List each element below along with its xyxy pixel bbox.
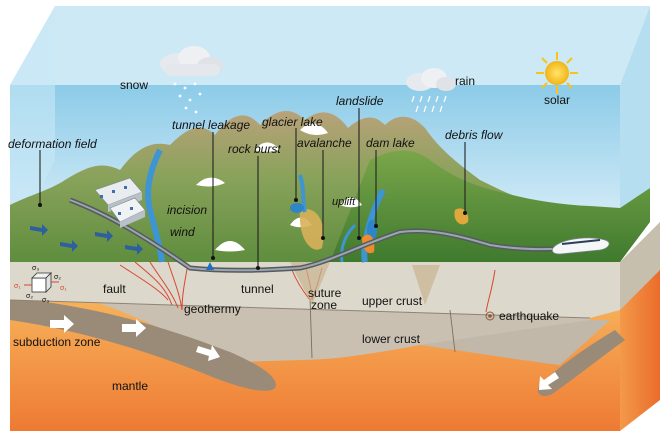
cross-section xyxy=(9,222,660,431)
earthquake-icon xyxy=(485,311,495,321)
cloud-rain-icon xyxy=(406,68,456,113)
label-rock-burst: rock burst xyxy=(228,142,281,156)
sigma2-right: σ₂ xyxy=(54,274,61,281)
label-earthquake: earthquake xyxy=(499,309,559,323)
flow-arrows xyxy=(50,315,559,390)
deformation-arrows xyxy=(30,224,143,255)
label-avalanche: avalanche xyxy=(297,136,352,150)
label-fault: fault xyxy=(103,282,126,296)
label-wind: wind xyxy=(170,225,195,239)
label-dam-lake: dam lake xyxy=(366,136,415,150)
label-lower-crust: lower crust xyxy=(362,332,421,346)
sigma3-top: σ₃ xyxy=(32,265,39,272)
sigma2-left: σ₂ xyxy=(26,293,33,300)
train-icon xyxy=(551,237,610,255)
label-solar: solar xyxy=(544,93,570,107)
label-snow: snow xyxy=(120,78,148,92)
sigma1-right: σ₁ xyxy=(60,285,67,292)
label-upper-crust: upper crust xyxy=(362,294,423,308)
label-zone: zone xyxy=(311,298,337,312)
sigma3-bottom: σ₃ xyxy=(42,297,49,304)
label-subduction-zone: subduction zone xyxy=(13,335,101,349)
stress-cube-icon: σ₃ σ₁ σ₂ σ₁ σ₂ σ₃ xyxy=(14,265,67,304)
label-geothermy: geothermy xyxy=(184,302,241,316)
sigma1-left: σ₁ xyxy=(14,283,21,290)
terrain xyxy=(10,110,650,273)
label-tunnel-leakage: tunnel leakage xyxy=(172,118,250,132)
subduction-slab-right xyxy=(537,330,625,396)
label-incision: incision xyxy=(167,203,207,217)
label-uplift: uplift xyxy=(332,196,356,208)
label-mantle: mantle xyxy=(112,379,148,393)
leader-lines xyxy=(38,108,467,270)
label-suture: suture xyxy=(308,286,342,300)
label-tunnel: tunnel xyxy=(241,282,274,296)
label-rain: rain xyxy=(455,74,475,88)
sun-icon xyxy=(536,52,578,94)
cloud-snow-icon xyxy=(160,46,223,114)
label-landslide: landslide xyxy=(336,94,384,108)
label-glacier-lake: glacier lake xyxy=(262,115,323,129)
label-deformation-field: deformation field xyxy=(8,137,97,151)
subduction-slab xyxy=(10,298,276,391)
glacier-lake xyxy=(290,203,304,213)
label-debris-flow: debris flow xyxy=(445,128,504,142)
buildings-icon xyxy=(94,177,146,228)
